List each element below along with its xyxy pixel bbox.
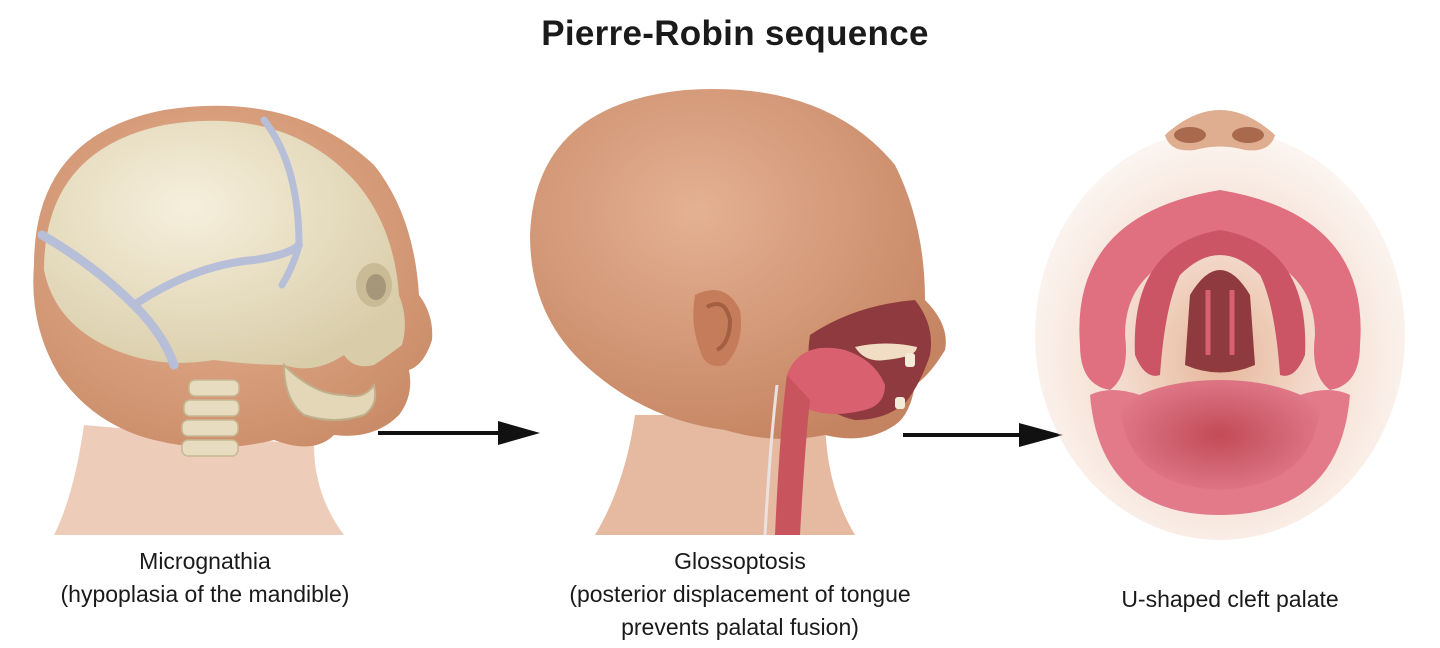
caption-line: Glossoptosis: [674, 548, 806, 574]
arrow-1: [378, 418, 543, 453]
caption-micrognathia: Micrognathia (hypoplasia of the mandible…: [15, 545, 395, 611]
caption-line: prevents palatal fusion): [621, 614, 859, 640]
micrognathia-illustration: [14, 95, 444, 535]
glossoptosis-illustration: [525, 85, 955, 535]
caption-line: (posterior displacement of tongue: [569, 581, 911, 607]
arrow-2: [903, 420, 1068, 455]
caption-line: (hypoplasia of the mandible): [60, 581, 350, 607]
cleft-palate-illustration: [1030, 95, 1410, 545]
caption-glossoptosis: Glossoptosis (posterior displacement of …: [520, 545, 960, 644]
caption-line: Micrognathia: [139, 548, 271, 574]
caption-cleft-palate: U-shaped cleft palate: [1060, 583, 1400, 616]
caption-line: U-shaped cleft palate: [1121, 586, 1339, 612]
diagram-title: Pierre-Robin sequence: [541, 14, 929, 53]
